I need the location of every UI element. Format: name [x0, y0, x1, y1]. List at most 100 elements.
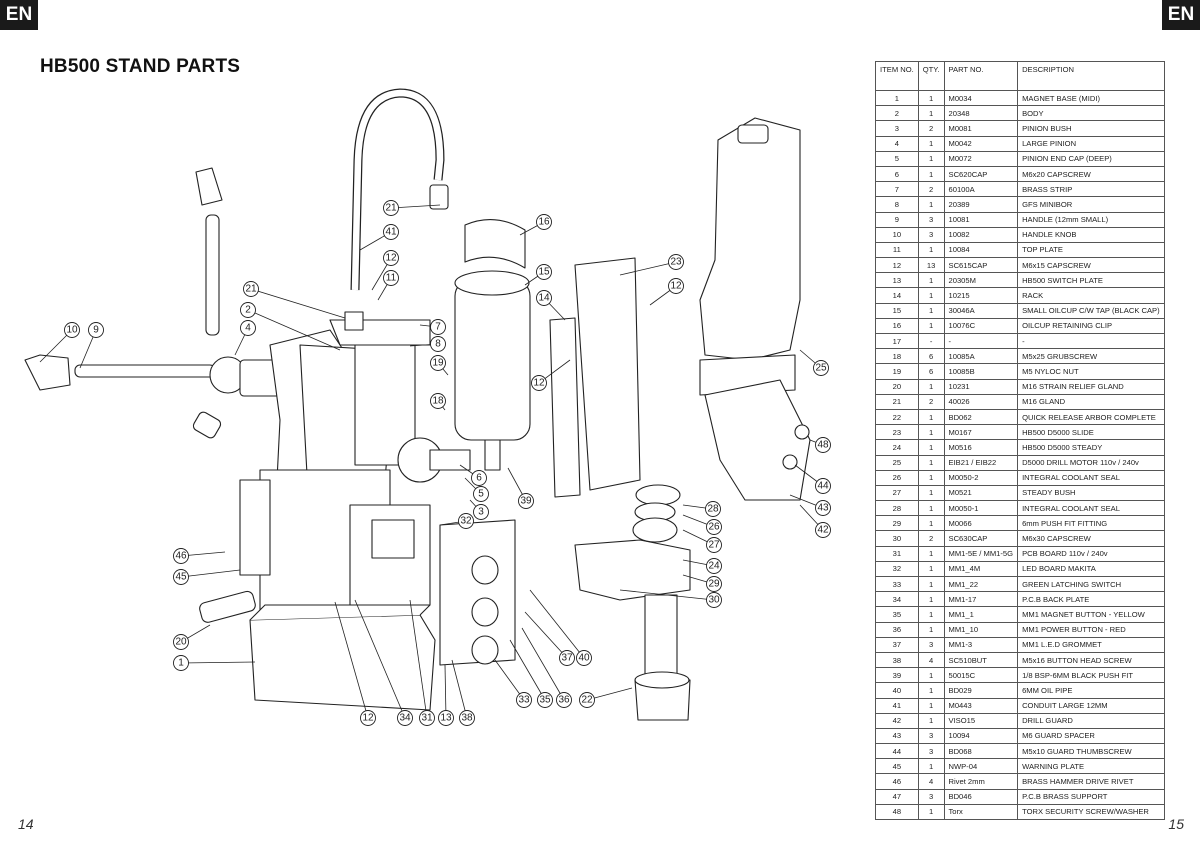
cell-description: DRILL GUARD [1017, 712, 1165, 729]
svg-text:11: 11 [386, 273, 397, 284]
cell-qty: 1 [917, 135, 945, 152]
cell-qty: 1 [917, 454, 945, 471]
callout-41: 41 [383, 224, 399, 240]
cell-qty: 1 [917, 165, 945, 183]
cell-qty: 1 [917, 606, 945, 623]
cell-item-no: 3 [875, 120, 919, 137]
cell-qty: 1 [917, 621, 945, 638]
callout-2: 2 [240, 302, 256, 318]
cell-part-no: 10215 [943, 287, 1019, 304]
cell-part-no: M0042 [943, 135, 1019, 152]
cell-qty: 1 [917, 241, 945, 259]
svg-text:4: 4 [245, 323, 251, 334]
callout-12: 12 [668, 278, 684, 294]
cell-item-no: 22 [875, 408, 919, 426]
cell-item-no: 9 [875, 211, 919, 228]
cell-part-no: VISO15 [943, 712, 1019, 729]
cell-part-no: BD062 [943, 408, 1019, 426]
svg-text:13: 13 [440, 713, 452, 724]
cell-item-no: 16 [875, 317, 919, 335]
cell-part-no: M0034 [943, 89, 1019, 107]
callout-leader-line [247, 309, 341, 351]
callout-9: 9 [88, 322, 104, 338]
cell-item-no: 19 [875, 363, 919, 380]
cell-part-no: M0443 [943, 697, 1019, 714]
cell-description: 6MM OIL PIPE [1017, 682, 1165, 699]
svg-text:23: 23 [670, 257, 682, 268]
cell-description: RACK [1017, 287, 1165, 304]
cell-qty: 2 [917, 181, 945, 198]
callout-35: 35 [537, 692, 553, 708]
cell-qty: 1 [917, 424, 945, 441]
cell-description: M6x20 CAPSCREW [1017, 165, 1165, 183]
callout-45: 45 [173, 569, 189, 585]
svg-text:39: 39 [520, 496, 532, 507]
cell-qty: 4 [917, 651, 945, 669]
cell-part-no: M0521 [943, 484, 1019, 502]
callout-34: 34 [397, 710, 413, 726]
svg-text:21: 21 [385, 203, 397, 214]
svg-text:12: 12 [385, 253, 397, 264]
svg-text:36: 36 [558, 695, 570, 706]
cell-part-no: 10084 [943, 241, 1019, 259]
cell-item-no: 40 [875, 682, 919, 699]
callout-leader-line [180, 661, 256, 664]
cell-part-no: M0066 [943, 515, 1019, 532]
cell-qty: 1 [917, 560, 945, 578]
cell-description: TORX SECURITY SCREW/WASHER [1017, 803, 1165, 821]
svg-text:44: 44 [817, 481, 829, 492]
cell-part-no: 10082 [943, 226, 1019, 243]
cell-item-no: 7 [875, 181, 919, 198]
cell-item-no: 13 [875, 272, 919, 289]
cell-description: D5000 DRILL MOTOR 110v / 240v [1017, 454, 1165, 471]
cell-part-no: 10081 [943, 211, 1019, 228]
cell-part-no: M0050-2 [943, 469, 1019, 486]
callout-29: 29 [706, 576, 722, 592]
callout-leader-line [390, 204, 441, 209]
svg-text:3: 3 [478, 507, 484, 518]
svg-text:19: 19 [432, 358, 444, 369]
svg-text:18: 18 [432, 396, 444, 407]
svg-text:15: 15 [538, 267, 550, 278]
cell-description: PINION BUSH [1017, 120, 1165, 137]
callout-23: 23 [668, 254, 684, 270]
cell-description: CONDUIT LARGE 12MM [1017, 697, 1165, 714]
cell-item-no: 31 [875, 545, 919, 562]
cell-part-no: MM1-5E / MM1-5G [943, 545, 1019, 562]
svg-text:16: 16 [538, 217, 550, 228]
svg-text:12: 12 [670, 281, 682, 292]
callout-40: 40 [576, 650, 592, 666]
cell-part-no: SC620CAP [943, 165, 1019, 183]
callout-32: 32 [458, 513, 474, 529]
callout-39: 39 [518, 493, 534, 509]
callout-14: 14 [536, 290, 552, 306]
callout-leader-line [529, 589, 585, 659]
svg-text:37: 37 [561, 653, 573, 664]
svg-text:40: 40 [578, 653, 590, 664]
svg-text:26: 26 [708, 522, 720, 533]
callout-18: 18 [430, 393, 446, 409]
cell-qty: 6 [917, 363, 945, 380]
cell-part-no: NWP-04 [943, 758, 1019, 775]
cell-item-no: 10 [875, 226, 919, 243]
cell-item-no: 28 [875, 500, 919, 517]
cell-qty: 3 [917, 636, 945, 653]
cell-part-no: MM1-3 [943, 636, 1019, 653]
cell-item-no: 33 [875, 575, 919, 593]
cell-description: GREEN LATCHING SWITCH [1017, 575, 1165, 593]
callout-31: 31 [419, 710, 435, 726]
